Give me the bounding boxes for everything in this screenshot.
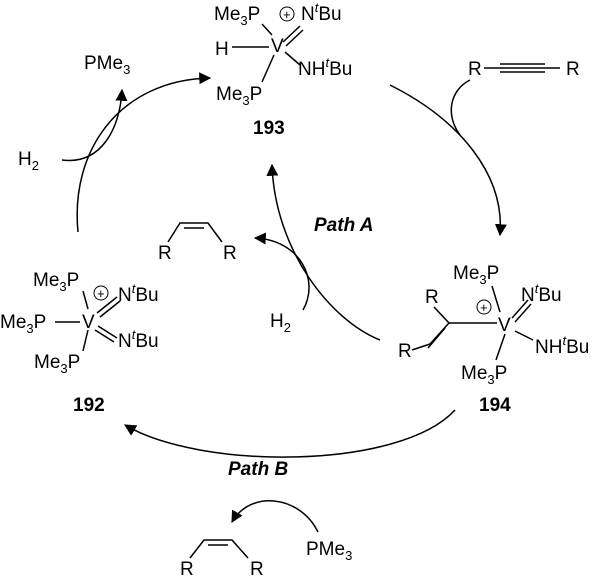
svg-text:R: R: [158, 243, 172, 264]
svg-text:Me3P: Me3P: [33, 270, 79, 294]
svg-text:NtBu: NtBu: [301, 0, 342, 25]
svg-text:+: +: [283, 7, 291, 22]
svg-text:V: V: [498, 315, 511, 336]
path-a-label: Path A: [314, 215, 373, 236]
svg-text:NHtBu: NHtBu: [298, 55, 352, 80]
svg-text:+: +: [97, 286, 105, 301]
cis-alkene-product-path-b: R R: [180, 539, 264, 579]
svg-text:+: +: [480, 300, 488, 315]
alkyne-uptake-arrow: [450, 79, 471, 136]
compound-192: Me3P Me3P Me3P V NtBu NtBu + 192: [0, 270, 159, 416]
svg-text:R: R: [566, 59, 580, 80]
svg-text:V: V: [82, 312, 95, 333]
cycle-arc-192-to-193: [76, 72, 212, 233]
svg-text:R: R: [223, 243, 237, 264]
svg-text:R: R: [468, 59, 482, 80]
svg-text:H2: H2: [270, 311, 291, 335]
svg-text:H2: H2: [18, 149, 39, 173]
svg-text:PMe3: PMe3: [306, 539, 352, 563]
svg-text:R: R: [180, 559, 194, 579]
cycle-arc-193-to-194: [389, 84, 507, 237]
pme3-reagent-path-b: PMe3: [306, 539, 352, 563]
svg-text:Me3P: Me3P: [216, 84, 262, 108]
compound-194-label: 194: [479, 395, 511, 416]
pme3-product-label: PMe3: [84, 53, 130, 77]
svg-text:NtBu: NtBu: [118, 327, 159, 352]
cis-alkene-product-path-a: R R: [158, 222, 237, 264]
pme3-release-arrow: [61, 88, 128, 162]
svg-text:V: V: [271, 36, 284, 57]
path-b-label: Path B: [228, 459, 288, 480]
compound-192-label: 192: [73, 395, 105, 416]
svg-text:PMe3: PMe3: [84, 53, 130, 77]
svg-text:R: R: [425, 287, 439, 308]
cycle-arc-194-to-192: [123, 409, 456, 458]
plus-charge-icon: [476, 299, 492, 315]
compound-193: Me3P H V NtBu NHtBu Me3P + 193: [214, 0, 352, 139]
compound-194: Me3P R NtBu V NHtBu R Me3P + 194: [398, 263, 589, 416]
svg-text:Me3P: Me3P: [0, 312, 46, 336]
svg-text:NtBu: NtBu: [521, 281, 562, 306]
alkyne-reagent: R R: [468, 59, 580, 80]
h2-reagent-top: H2: [18, 149, 39, 173]
svg-text:Me3P: Me3P: [214, 4, 260, 28]
plus-charge-icon: [93, 285, 109, 301]
plus-charge-icon: [279, 6, 295, 22]
cycle-arc-path-a: [266, 163, 381, 341]
svg-text:H: H: [215, 39, 229, 60]
svg-text:R: R: [250, 559, 264, 579]
svg-text:Me3P: Me3P: [461, 363, 507, 387]
svg-text:R: R: [398, 341, 412, 362]
svg-text:Me3P: Me3P: [453, 263, 499, 287]
svg-text:Me3P: Me3P: [34, 352, 80, 376]
h2-reagent-path-a: H2: [270, 311, 291, 335]
svg-text:NtBu: NtBu: [118, 281, 159, 306]
svg-text:NHtBu: NHtBu: [535, 333, 589, 358]
path-b-alkene-arrow: [231, 500, 319, 533]
path-a-h2-alkene-arrow: [253, 232, 310, 311]
compound-193-label: 193: [253, 118, 285, 139]
